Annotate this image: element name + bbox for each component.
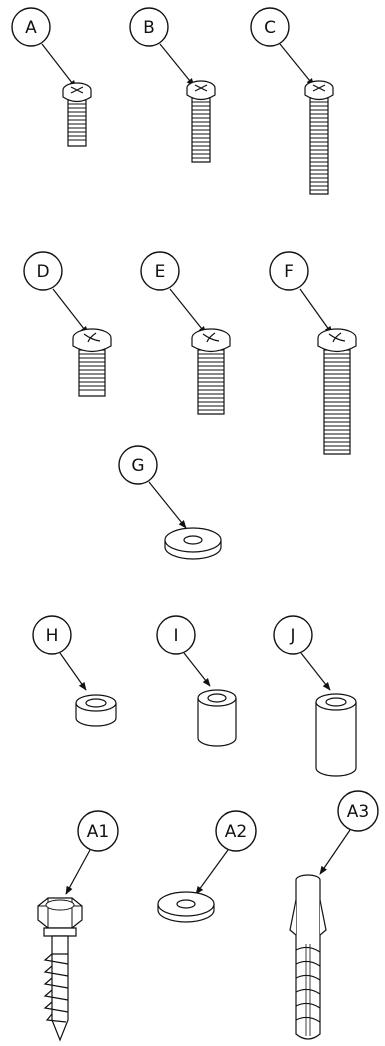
part-b: B xyxy=(130,8,215,162)
part-a3: A3 xyxy=(290,791,378,1039)
callout-label-h: H xyxy=(46,626,59,646)
part-a2: A2 xyxy=(158,811,256,922)
flat-washer-icon xyxy=(158,892,214,922)
callout-label-a3: A3 xyxy=(347,802,369,822)
callout-e: E xyxy=(141,252,207,335)
spacer-medium-icon xyxy=(198,690,236,746)
part-g: G xyxy=(119,446,221,559)
flat-washer-icon xyxy=(165,528,221,559)
callout-a1: A1 xyxy=(66,811,118,895)
pan-head-screw-short-icon xyxy=(63,83,91,146)
pan-head-machine-screw-medium-icon xyxy=(192,329,230,414)
part-i: I xyxy=(157,616,236,746)
callout-a3: A3 xyxy=(320,791,378,875)
wall-anchor-icon xyxy=(290,875,326,1039)
spacer-short-icon xyxy=(76,695,116,726)
spacer-long-icon xyxy=(316,694,356,776)
pan-head-screw-long-icon xyxy=(305,81,333,194)
part-a: A xyxy=(12,8,91,146)
part-d: D xyxy=(24,252,111,396)
callout-j: J xyxy=(274,616,331,691)
callout-c: C xyxy=(251,8,315,87)
part-a1: A1 xyxy=(38,811,118,1040)
part-h: H xyxy=(33,616,116,726)
callout-label-a1: A1 xyxy=(87,822,109,842)
callout-label-d: D xyxy=(36,262,49,282)
hex-lag-screw-icon xyxy=(38,898,82,1040)
callout-b: B xyxy=(130,8,195,87)
callout-label-g: G xyxy=(131,456,144,476)
callout-label-c: C xyxy=(264,18,276,38)
callout-label-f: F xyxy=(284,262,294,282)
pan-head-screw-medium-icon xyxy=(187,81,215,162)
callout-label-a: A xyxy=(25,18,37,38)
pan-head-machine-screw-long-icon xyxy=(318,329,356,454)
callout-label-b: B xyxy=(143,18,155,38)
callout-label-a2: A2 xyxy=(225,822,247,842)
callout-g: G xyxy=(119,446,187,529)
callout-d: D xyxy=(24,252,89,335)
part-f: F xyxy=(270,252,356,454)
callout-i: I xyxy=(157,616,211,687)
part-e: E xyxy=(141,252,230,414)
callout-h: H xyxy=(33,616,86,691)
callout-a: A xyxy=(12,8,77,89)
callout-label-i: I xyxy=(173,626,178,646)
part-j: J xyxy=(274,616,356,776)
callout-f: F xyxy=(270,252,332,335)
callout-a2: A2 xyxy=(195,811,256,895)
part-c: C xyxy=(251,8,333,194)
callout-label-j: J xyxy=(289,626,295,646)
pan-head-machine-screw-short-icon xyxy=(73,329,111,396)
callout-label-e: E xyxy=(155,262,166,282)
